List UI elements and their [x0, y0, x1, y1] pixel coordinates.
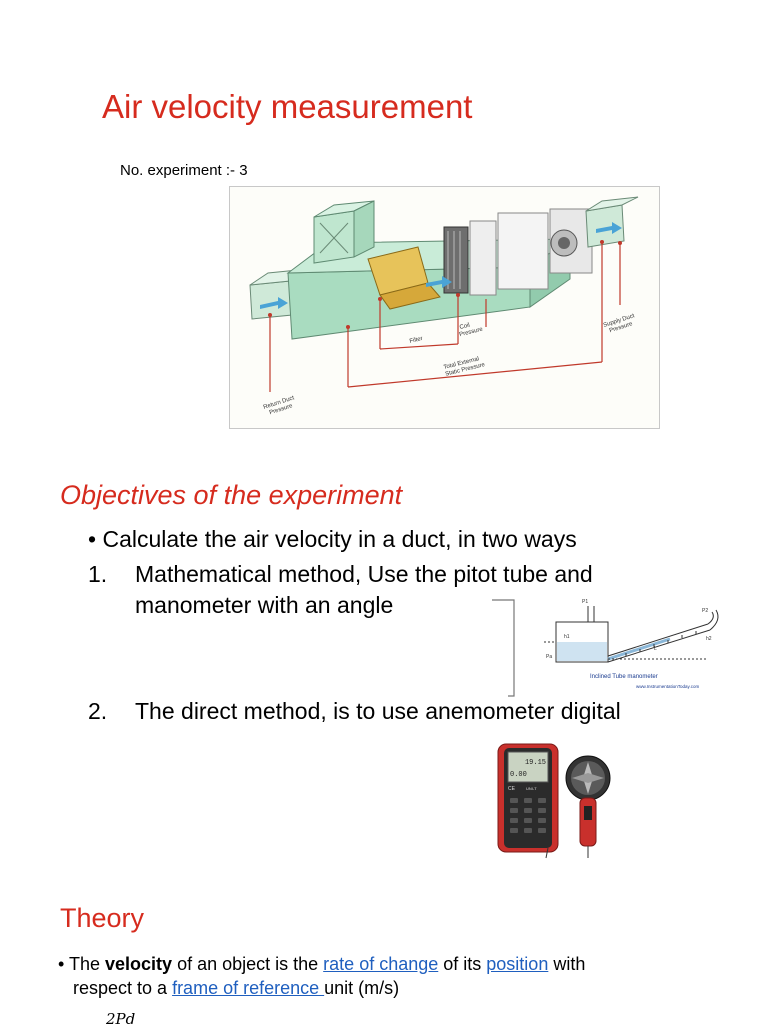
velocity-formula: 2Pd	[104, 1010, 138, 1024]
page-title: Air velocity measurement	[102, 88, 473, 125]
theory-text-of-an: of an object is the	[172, 954, 324, 974]
anemometer-ce-mark: CE	[508, 786, 516, 792]
theory-text-respect: respect to a	[73, 978, 173, 998]
length-label: L	[654, 646, 657, 652]
air-handling-unit-figure: Return Duct Pressure Filter Coil Pressur…	[229, 186, 660, 429]
filter-label: Filter	[409, 336, 423, 345]
inclined-manometer-figure: P1 P2 Pa h1 h2 L Inclined Tube manometer…	[536, 594, 726, 692]
item1-line2: manometer with an angle	[135, 592, 394, 618]
frame-of-reference-link[interactable]: frame of reference	[172, 978, 325, 998]
position-link[interactable]: position	[486, 954, 549, 974]
rate-of-change-link[interactable]: rate of change	[323, 954, 439, 974]
velocity-term: velocity	[105, 954, 173, 974]
theory-heading: Theory	[60, 903, 145, 933]
item1-number: 1.	[88, 561, 108, 587]
theory-text-unit: unit (m/s)	[324, 978, 400, 998]
anemometer-display-value: 19.15	[525, 759, 546, 767]
manometer-caption: Inclined Tube manometer	[590, 674, 658, 680]
svg-text:Return Duct Pressure: Return Duct Pressure	[263, 395, 299, 418]
svg-text:Supply Duct Pressure: Supply Duct Pressure	[603, 313, 639, 336]
coil-label-1: Coil	[459, 323, 470, 331]
p2-label: P2	[702, 608, 708, 614]
objectives-bullet-text: Calculate the air velocity in a duct, in…	[102, 526, 577, 552]
theory-bullet: •	[58, 954, 65, 974]
theory-text-the: The	[69, 954, 106, 974]
item1-line1: Mathematical method, Use the pitot tube …	[135, 561, 593, 587]
p1-label: P1	[582, 599, 588, 605]
theory-paragraph: • The velocity of an object is the rate …	[58, 952, 738, 1000]
anemometer-brand: UNI-T	[526, 786, 537, 791]
formula-numerator: 2Pd	[104, 1010, 138, 1024]
item2-number: 2.	[88, 698, 108, 724]
objectives-heading: Objectives of the experiment	[60, 480, 403, 510]
theory-text-with: with	[548, 954, 586, 974]
digital-anemometer-figure: 19.15 0.00 CE UNI-T	[496, 740, 622, 862]
h1-label: h1	[564, 634, 570, 640]
anemometer-display-small: 0.00	[510, 771, 527, 779]
coil-label-2: Pressure	[459, 326, 484, 338]
item2-text: The direct method, is to use anemometer …	[135, 698, 621, 724]
svg-text:Coil Pressure: Coil Pressure	[457, 320, 484, 339]
experiment-number: No. experiment :- 3	[120, 162, 248, 179]
manometer-site: www.InstrumentationToday.com	[636, 684, 699, 689]
h2-label: h2	[706, 636, 712, 642]
bullet-dot: •	[88, 526, 97, 552]
objectives-bullet: • Calculate the air velocity in a duct, …	[88, 526, 577, 553]
bracket-line	[492, 599, 515, 697]
theory-text-of-its: of its	[438, 954, 487, 974]
pa-label: Pa	[546, 654, 552, 660]
